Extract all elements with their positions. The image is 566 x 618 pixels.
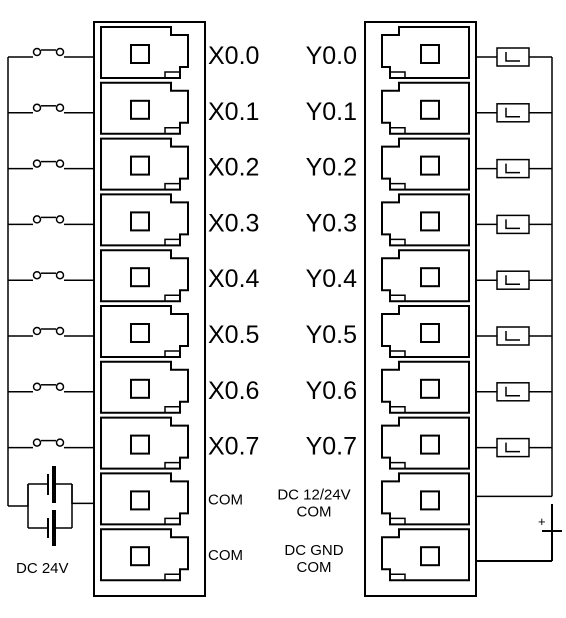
input-com-label: COM [208, 547, 243, 564]
input-switch-icon [8, 438, 94, 449]
output-terminal-label: Y0.1 [306, 98, 357, 126]
terminal-screw-icon [420, 546, 440, 567]
output-terminal-cell [381, 249, 470, 303]
input-switch-icon [8, 103, 94, 114]
output-terminal-cell [381, 305, 470, 358]
terminal-screw-icon [130, 267, 150, 288]
input-terminal-label: X0.6 [208, 377, 259, 405]
svg-text:DC GND: DC GND [284, 542, 343, 559]
output-terminal-label: Y0.6 [306, 377, 357, 405]
output-terminal-cell [381, 528, 470, 582]
terminal-screw-icon [420, 434, 440, 455]
input-switch-icon [8, 159, 94, 170]
output-terminal-column: Y0.0Y0.1Y0.2Y0.3Y0.4Y0.5Y0.6Y0.7 DC 12/24… [277, 26, 470, 582]
output-terminal-cell [381, 360, 470, 414]
output-load-icon [476, 270, 552, 290]
output-terminal-label: Y0.7 [306, 433, 357, 461]
terminal-screw-icon [130, 434, 150, 455]
output-terminal-cell [381, 137, 470, 191]
input-terminal-block [93, 21, 206, 597]
svg-text:COM: COM [297, 559, 332, 576]
output-wiring [476, 47, 553, 498]
terminal-screw-icon [130, 44, 150, 64]
output-load-icon [476, 214, 552, 235]
terminal-screw-icon [420, 267, 440, 288]
output-terminal-label: Y0.4 [306, 265, 358, 293]
input-terminal-cell [100, 137, 189, 191]
input-terminal-cell [100, 360, 189, 414]
input-terminal-cell [100, 193, 189, 247]
input-terminal-label: X0.7 [208, 433, 259, 461]
input-terminal-label: X0.0 [208, 42, 259, 70]
terminal-screw-icon [420, 378, 440, 399]
input-wiring [7, 47, 94, 528]
input-terminal-cell [100, 528, 189, 582]
input-terminal-label: X0.1 [208, 98, 259, 126]
output-terminal-label: Y0.0 [306, 42, 357, 70]
input-terminal-label: X0.3 [208, 209, 259, 237]
output-terminal-label: Y0.2 [306, 154, 357, 182]
input-terminal-cell [100, 416, 189, 470]
terminal-screw-icon [130, 378, 150, 399]
input-terminal-label: X0.4 [208, 265, 260, 293]
input-switch-icon [8, 382, 94, 393]
terminal-screw-icon [420, 211, 440, 232]
input-switch-icon [8, 326, 94, 337]
svg-text:COM: COM [297, 503, 332, 520]
input-terminal-cell [100, 249, 189, 303]
supply-polarity-label: + [538, 514, 546, 529]
output-load-icon [476, 103, 552, 123]
terminal-screw-icon [420, 490, 440, 511]
battery-icon [28, 466, 72, 546]
input-terminal-cell [100, 26, 189, 79]
output-load-icon [476, 158, 552, 179]
terminal-screw-icon [130, 323, 150, 343]
output-terminal-cell [381, 416, 470, 470]
terminal-screw-icon [130, 211, 150, 232]
output-load-icon [476, 326, 552, 346]
terminal-screw-icon [420, 99, 440, 120]
output-load-icon [476, 382, 552, 402]
input-terminal-cell [100, 81, 189, 135]
input-switch-icon [8, 270, 94, 281]
input-terminal-label: X0.2 [208, 154, 259, 182]
terminal-screw-icon [130, 155, 150, 176]
terminal-screw-icon [130, 99, 150, 120]
terminal-screw-icon [130, 490, 150, 511]
terminal-screw-icon [420, 323, 440, 343]
svg-text:DC 12/24V: DC 12/24V [277, 486, 350, 503]
input-terminal-label: X0.5 [208, 321, 259, 349]
output-load-icon [476, 437, 552, 458]
output-terminal-cell [381, 472, 470, 526]
supply-symbol-icon [476, 504, 562, 562]
terminal-screw-icon [130, 546, 150, 567]
terminal-screw-icon [420, 44, 440, 64]
terminal-screw-icon [420, 155, 440, 176]
output-load-icon [476, 47, 552, 67]
input-terminal-cell [100, 305, 189, 358]
output-terminal-cell [381, 81, 470, 135]
input-switch-icon [8, 215, 94, 226]
output-terminal-label: Y0.3 [306, 209, 357, 237]
input-switch-icon [8, 47, 94, 58]
output-terminal-cell [381, 193, 470, 247]
output-terminal-cell [381, 26, 470, 79]
input-supply-label: DC 24V [16, 560, 69, 577]
output-terminal-block [364, 21, 477, 597]
input-com-label: COM [208, 491, 243, 508]
output-terminal-label: Y0.5 [306, 321, 357, 349]
input-terminal-cell [100, 472, 189, 526]
